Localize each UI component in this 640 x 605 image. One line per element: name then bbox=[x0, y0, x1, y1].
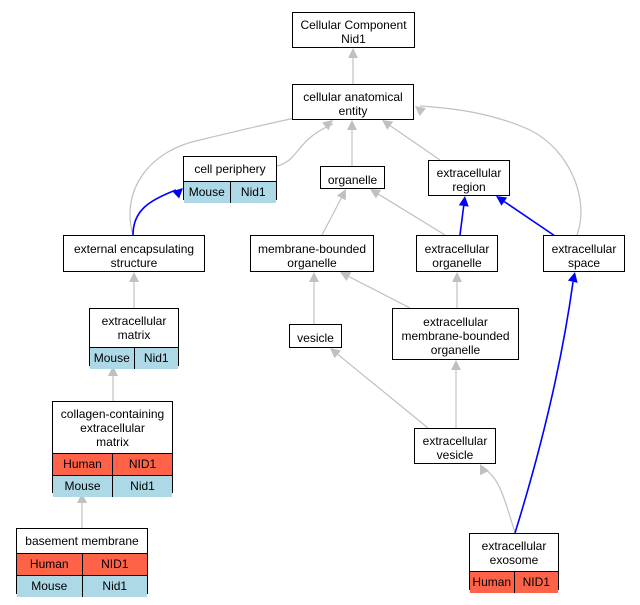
node-label: extracellular space bbox=[551, 241, 617, 270]
node-extracellular-matrix[interactable]: extracellular matrix Mouse Nid1 bbox=[89, 308, 179, 369]
edge-es-to-er bbox=[503, 200, 559, 239]
edge-mbo-to-org bbox=[321, 197, 342, 236]
node-membrane-bounded-organelle[interactable]: membrane-bounded organelle bbox=[250, 235, 374, 272]
edge-exo-to-ev bbox=[485, 469, 516, 534]
edge-eo-to-er bbox=[459, 205, 465, 236]
arrowhead bbox=[309, 272, 319, 282]
species-name: Human bbox=[63, 457, 102, 471]
node-label: basement membrane bbox=[25, 534, 139, 548]
arrowhead bbox=[322, 120, 333, 131]
node-label: external encapsulating structure bbox=[73, 241, 195, 270]
node-extracellular-region[interactable]: extracellular region bbox=[428, 160, 510, 196]
node-extracellular-exosome[interactable]: extracellular exosome Human NID1 bbox=[469, 533, 559, 593]
species-row-mouse: Mouse Nid1 bbox=[90, 347, 178, 369]
gene-name: NID1 bbox=[513, 572, 559, 593]
node-collagen-containing-extracellular-matrix[interactable]: collagen-containing extracellular matrix… bbox=[52, 401, 173, 497]
arrowhead bbox=[382, 120, 394, 130]
node-label: membrane-bounded organelle bbox=[257, 241, 367, 270]
arrowhead bbox=[340, 272, 352, 281]
arrowhead bbox=[347, 120, 357, 130]
species-row-human: Human NID1 bbox=[17, 553, 147, 575]
species-name: Human bbox=[472, 575, 512, 589]
edge-er-to-cae bbox=[389, 125, 441, 161]
arrowhead bbox=[77, 493, 87, 503]
species-name: Mouse bbox=[31, 579, 68, 593]
gene-name: NID1 bbox=[81, 554, 148, 575]
node-label: cell periphery bbox=[194, 162, 266, 176]
species-row-human: Human NID1 bbox=[470, 571, 558, 593]
node-cellular-anatomical-entity[interactable]: cellular anatomical entity bbox=[292, 84, 414, 120]
node-cell-periphery[interactable]: cell periphery Mouse Nid1 bbox=[183, 156, 277, 203]
arrowhead bbox=[451, 360, 461, 370]
edge-eo-to-org bbox=[378, 193, 446, 236]
node-vesicle[interactable]: vesicle bbox=[289, 324, 342, 348]
edge-ev-to-ves bbox=[337, 353, 429, 429]
node-cellular-component[interactable]: Cellular Component Nid1 bbox=[292, 12, 415, 48]
node-basement-membrane[interactable]: basement membrane Human NID1 Mouse Nid1 bbox=[16, 528, 148, 597]
arrowhead bbox=[567, 272, 578, 283]
edge-es-to-cae bbox=[419, 105, 582, 236]
node-extracellular-vesicle[interactable]: extracellular vesicle bbox=[414, 428, 496, 464]
node-extracellular-organelle[interactable]: extracellular organelle bbox=[416, 235, 498, 272]
gene-name: Nid1 bbox=[112, 476, 172, 497]
arrowhead bbox=[108, 366, 118, 376]
node-extracellular-space[interactable]: extracellular space bbox=[543, 235, 625, 272]
node-label: collagen-containing extracellular matrix bbox=[60, 406, 165, 449]
node-label: organelle bbox=[327, 172, 378, 187]
edge-embo-to-mbo bbox=[348, 276, 411, 309]
node-label: extracellular region bbox=[436, 166, 502, 194]
species-row-mouse: Mouse Nid1 bbox=[53, 475, 172, 497]
node-label: cellular anatomical entity bbox=[303, 90, 403, 118]
edge-exo-to-es bbox=[514, 281, 574, 534]
species-name: Mouse bbox=[188, 185, 225, 199]
node-label: extracellular matrix bbox=[101, 314, 167, 342]
arrowhead bbox=[480, 464, 489, 476]
gene-name: NID1 bbox=[112, 454, 172, 475]
arrowhead bbox=[129, 272, 139, 282]
species-row-mouse: Mouse Nid1 bbox=[17, 575, 147, 597]
node-label: Cellular Component Nid1 bbox=[300, 18, 407, 46]
node-label: extracellular vesicle bbox=[422, 434, 488, 462]
gene-name: Nid1 bbox=[133, 348, 179, 369]
edge-ees-to-cp bbox=[132, 189, 177, 236]
species-name: Human bbox=[29, 557, 69, 571]
arrowhead bbox=[452, 272, 462, 282]
arrowhead bbox=[370, 189, 382, 199]
node-organelle[interactable]: organelle bbox=[320, 166, 385, 189]
arrowhead bbox=[330, 348, 341, 359]
arrowhead bbox=[496, 196, 508, 206]
node-external-encapsulating-structure[interactable]: external encapsulating structure bbox=[63, 235, 205, 272]
node-label: extracellular exosome bbox=[481, 538, 547, 567]
species-row-human: Human NID1 bbox=[53, 453, 172, 475]
species-name: Mouse bbox=[93, 351, 130, 365]
node-label: vesicle bbox=[297, 331, 334, 345]
species-name: Mouse bbox=[64, 479, 101, 493]
arrowhead bbox=[172, 188, 183, 199]
gene-name: Nid1 bbox=[229, 182, 277, 203]
node-label: extracellular membrane-bounded organelle bbox=[401, 315, 510, 357]
node-label: extracellular organelle bbox=[424, 241, 490, 270]
arrowhead bbox=[458, 196, 469, 207]
node-extracellular-membrane-bounded-organelle[interactable]: extracellular membrane-bounded organelle bbox=[392, 308, 519, 360]
arrowhead bbox=[415, 106, 426, 117]
edge-cp-to-cae bbox=[276, 123, 334, 167]
gene-name: Nid1 bbox=[81, 576, 148, 597]
edge-ees-to-cae bbox=[129, 113, 319, 236]
arrowhead bbox=[348, 48, 358, 58]
arrowhead bbox=[336, 189, 346, 201]
species-row-mouse: Mouse Nid1 bbox=[184, 181, 276, 203]
